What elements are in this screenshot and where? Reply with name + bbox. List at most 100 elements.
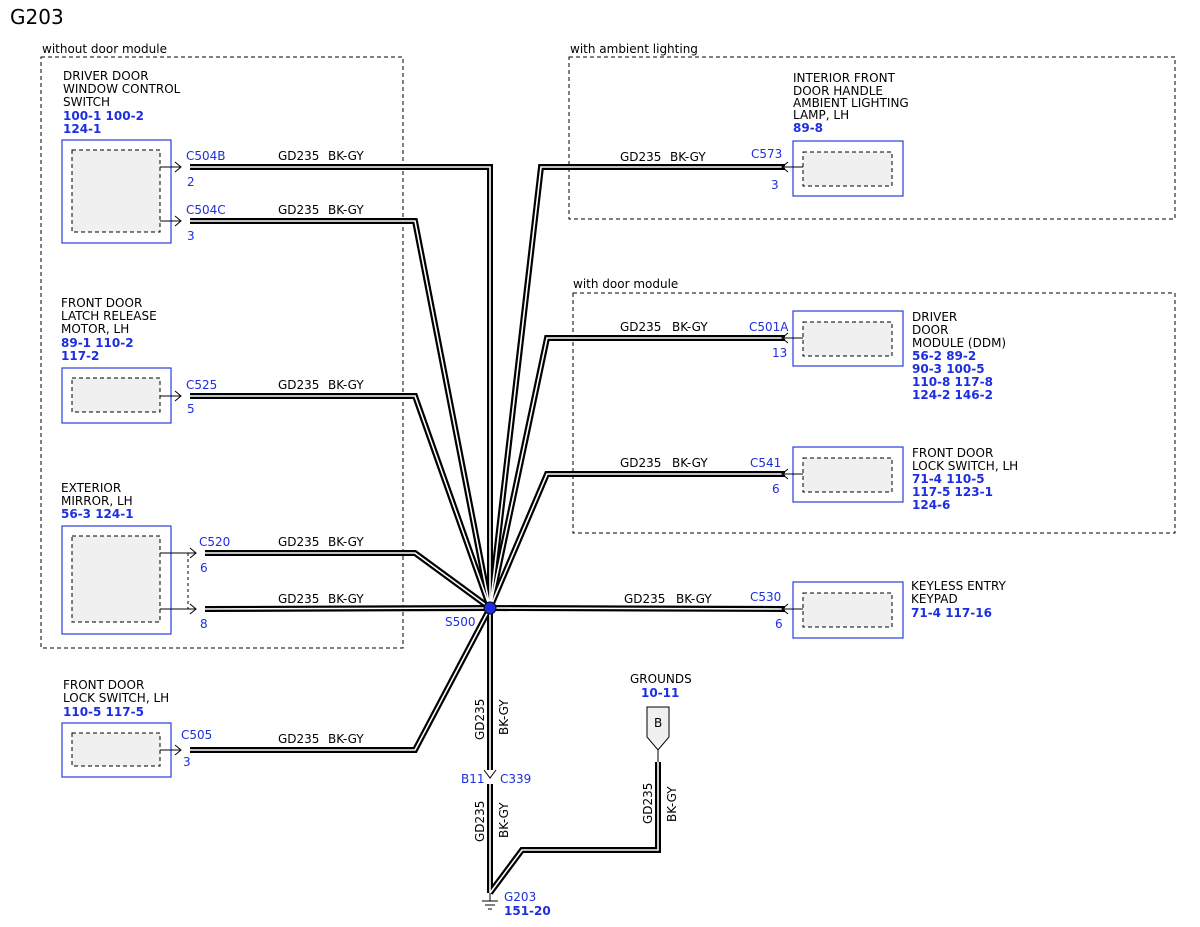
component-name-line: FRONT DOOR — [912, 446, 993, 460]
component-ref-line: 124-2 146-2 — [912, 388, 993, 402]
component-body — [802, 151, 893, 187]
connector-pin: 5 — [187, 402, 195, 416]
group-box-with-door-module — [572, 292, 1176, 534]
component-keyless-entry-keypad: KEYLESS ENTRY KEYPAD 71-4 117-16 C530 6 — [750, 579, 1007, 639]
component-ref-line: 110-5 117-5 — [63, 705, 144, 719]
group-box-without-door-module — [40, 56, 404, 649]
wire-label-circuit: GD235 — [473, 801, 487, 842]
wire-label-color: BK-GY — [665, 786, 679, 822]
component-name-line: DOOR — [912, 323, 948, 337]
component-ref-line: 100-1 100-2 — [63, 109, 144, 123]
connector-id: C573 — [751, 147, 782, 161]
component-body — [802, 321, 893, 357]
wire-label-circuit: GD235 — [620, 150, 661, 164]
component-body — [71, 535, 161, 623]
wire-label-color: BK-GY — [328, 203, 364, 217]
wire-label-color: BK-GY — [328, 378, 364, 392]
wire-label-circuit: GD235 — [278, 378, 319, 392]
component-name-line: KEYLESS ENTRY — [911, 579, 1007, 593]
component-ref-line: 71-4 110-5 — [912, 472, 985, 486]
component-ref-line: 90-3 100-5 — [912, 362, 985, 376]
group-label-with-ambient-lighting: with ambient lighting — [570, 42, 698, 56]
wire-label-circuit: GD235 — [278, 535, 319, 549]
component-name-line: WINDOW CONTROL — [63, 82, 181, 96]
component-ref-line: 110-8 117-8 — [912, 375, 993, 389]
component-ref-line: 117-5 123-1 — [912, 485, 993, 499]
component-driver-door-module: DRIVER DOOR MODULE (DDM) 56-2 89-2 90-3 … — [749, 310, 1006, 402]
component-name-line: AMBIENT LIGHTING — [793, 96, 909, 110]
group-label-with-door-module: with door module — [573, 277, 678, 291]
component-ref-line: 56-3 124-1 — [61, 507, 134, 521]
component-ambient-lamp: INTERIOR FRONT DOOR HANDLE AMBIENT LIGHT… — [751, 71, 909, 197]
ground-point-id: G203 — [504, 890, 536, 904]
inline-connector-left: B11 — [461, 772, 485, 786]
wire-label-circuit: GD235 — [278, 732, 319, 746]
component-exterior-mirror: EXTERIOR MIRROR, LH 56-3 124-1 C520 6 8 — [61, 481, 230, 635]
component-name-line: FRONT DOOR — [63, 678, 144, 692]
wire-label-circuit: GD235 — [473, 699, 487, 740]
component-body — [71, 377, 161, 413]
wire-harness — [190, 164, 786, 895]
connector-id: C530 — [750, 590, 781, 604]
grounds-ref: 10-11 — [641, 686, 679, 700]
component-body — [802, 592, 893, 628]
grounds-tag-shape — [646, 706, 670, 751]
component-body — [71, 149, 161, 233]
component-driver-window-switch: DRIVER DOOR WINDOW CONTROL SWITCH 100-1 … — [61, 69, 226, 244]
wire-label-color: BK-GY — [328, 535, 364, 549]
connector-id: C525 — [186, 378, 217, 392]
component-front-door-lock-switch-left: FRONT DOOR LOCK SWITCH, LH 110-5 117-5 C… — [61, 678, 212, 778]
wire-label-color: BK-GY — [497, 802, 511, 838]
wire-label-color: BK-GY — [672, 456, 708, 470]
splice-label: S500 — [445, 615, 476, 629]
connector-id: C501A — [749, 320, 789, 334]
wire-label-color: BK-GY — [328, 592, 364, 606]
wire-label-circuit: GD235 — [278, 149, 319, 163]
component-name-line: LATCH RELEASE — [61, 309, 157, 323]
component-name-line: MODULE (DDM) — [912, 336, 1006, 350]
component-name-line: DRIVER — [912, 310, 957, 324]
component-name-line: DRIVER DOOR — [63, 69, 149, 83]
wire-label-color: BK-GY — [328, 149, 364, 163]
component-body — [802, 457, 893, 493]
inline-connector-right: C339 — [500, 772, 531, 786]
grounds-reference: GROUNDS 10-11 B — [630, 672, 692, 762]
wire-label-circuit: GD235 — [620, 320, 661, 334]
component-body — [71, 732, 161, 767]
connector-id: C504B — [186, 149, 226, 163]
component-name-line: FRONT DOOR — [61, 296, 142, 310]
component-name-line: MOTOR, LH — [61, 322, 129, 336]
component-ref-line: 124-6 — [912, 498, 950, 512]
wire-label-circuit: GD235 — [278, 592, 319, 606]
wire-label-color: BK-GY — [672, 320, 708, 334]
wire-label-circuit: GD235 — [624, 592, 665, 606]
component-front-door-lock-switch-right: FRONT DOOR LOCK SWITCH, LH 71-4 110-5 11… — [750, 446, 1018, 512]
component-name-line: MIRROR, LH — [61, 494, 133, 508]
wire-label-circuit: GD235 — [278, 203, 319, 217]
wire-label-circuit: GD235 — [641, 783, 655, 824]
connector-id: C504C — [186, 203, 226, 217]
connector-pin: 3 — [771, 178, 779, 192]
wire-label-color: BK-GY — [676, 592, 712, 606]
connector-pin: 6 — [775, 617, 783, 631]
group-box-with-ambient-lighting — [568, 56, 1176, 220]
component-name-line: SWITCH — [63, 95, 110, 109]
ground-point-ref: 151-20 — [504, 904, 551, 918]
inline-connector-symbol — [483, 769, 497, 779]
component-ref-line: 117-2 — [61, 349, 99, 363]
connector-id: C505 — [181, 728, 212, 742]
ground-icon — [482, 893, 498, 910]
component-ref-line: 56-2 89-2 — [912, 349, 976, 363]
splice-s500-dot — [483, 601, 497, 615]
group-label-without-door-module: without door module — [42, 42, 167, 56]
component-name-line: KEYPAD — [911, 592, 958, 606]
connector-pin: 2 — [187, 175, 195, 189]
connector-pin: 8 — [200, 617, 208, 631]
ground-point-g203: G203 151-20 — [482, 890, 551, 918]
connector-id: C520 — [199, 535, 230, 549]
connector-pin: 6 — [200, 561, 208, 575]
connector-id: C541 — [750, 456, 781, 470]
component-name-line: EXTERIOR — [61, 481, 121, 495]
connector-pin: 13 — [772, 346, 787, 360]
component-ref-line: 89-1 110-2 — [61, 336, 134, 350]
